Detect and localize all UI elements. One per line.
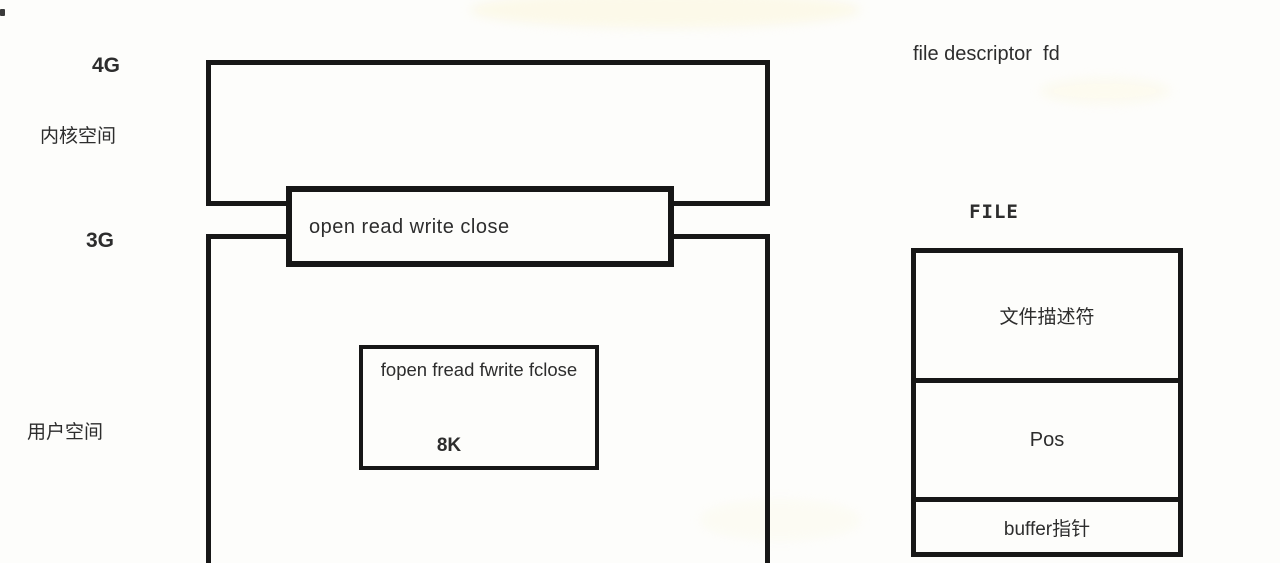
file-struct-field-descriptor: 文件描述符: [999, 307, 1095, 328]
label-user-space: 用户空间: [27, 422, 104, 443]
label-4g-boundary: 4G: [92, 54, 121, 77]
label-file-descriptor-fd: file descriptor fd: [913, 43, 1060, 65]
syscall-api-box: open read write close: [286, 186, 674, 267]
background-smudge: [1040, 78, 1170, 104]
file-struct-field-pos: Pos: [916, 378, 1178, 497]
label-3g-boundary: 3G: [86, 229, 115, 252]
ink-speck: [0, 9, 5, 16]
stdio-buffer-size-label: 8K: [436, 435, 462, 456]
file-struct-field-buffer-pointer: buffer指针: [916, 497, 1178, 552]
file-struct-title: FILE: [969, 201, 1019, 223]
stdio-api-label: fopen fread fwrite fclose: [380, 359, 578, 380]
stdio-api-box: fopen fread fwrite fclose 8K: [359, 345, 599, 470]
file-struct-box: 文件描述符 Pos buffer指针: [911, 248, 1183, 557]
syscall-api-label: open read write close: [309, 216, 510, 238]
kernel-space-box: [206, 60, 770, 206]
background-smudge: [470, 0, 860, 28]
label-kernel-space: 内核空间: [40, 126, 117, 147]
